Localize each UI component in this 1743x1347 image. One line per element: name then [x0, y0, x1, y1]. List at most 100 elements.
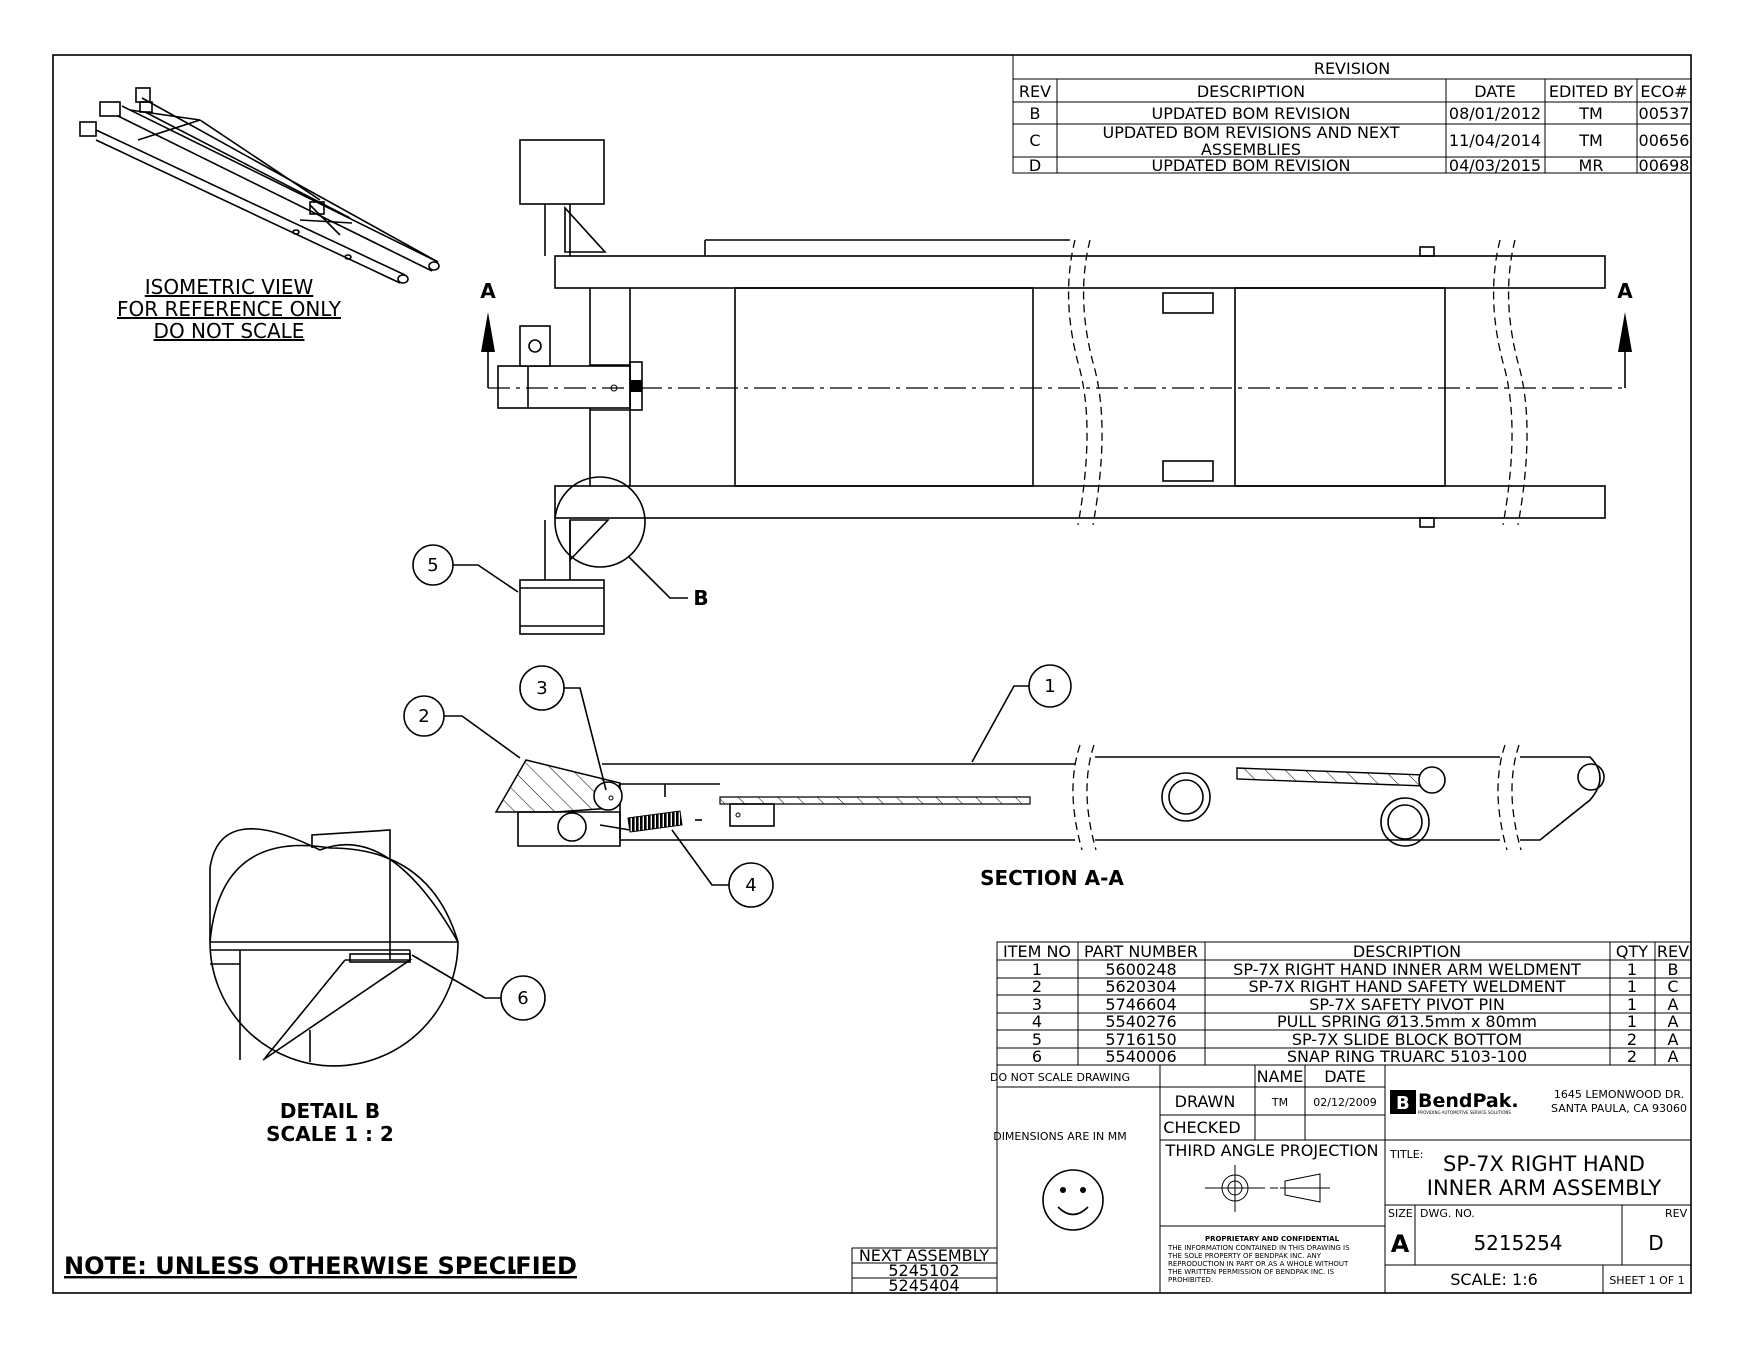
isometric-note-line2: FOR REFERENCE ONLY — [117, 297, 342, 321]
revision-row: B UPDATED BOM REVISION 08/01/2012 TM 005… — [1030, 104, 1690, 123]
revision-eco: 00537 — [1639, 104, 1690, 123]
section-letter-right: A — [1617, 279, 1633, 303]
svg-text:B: B — [1396, 1093, 1410, 1114]
drawing-title-line2: INNER ARM ASSEMBLY — [1427, 1176, 1662, 1200]
drawing-title-line1: SP-7X RIGHT HAND — [1443, 1152, 1645, 1176]
company-address-line2: SANTA PAULA, CA 93060 — [1551, 1102, 1687, 1115]
bom-item: 2 — [1032, 977, 1042, 996]
title-label: TITLE: — [1389, 1148, 1423, 1161]
size-value: A — [1391, 1230, 1410, 1258]
lower-rail — [554, 485, 1606, 519]
revision-header-description: DESCRIPTION — [1197, 82, 1305, 101]
bom-header-item-no: ITEM NO — [1003, 942, 1071, 961]
balloon-2-number: 2 — [418, 706, 429, 727]
top-view: A A B 5 — [412, 139, 1633, 635]
next-assembly-item: 5245404 — [888, 1276, 959, 1295]
smiley-icon — [1042, 1169, 1104, 1231]
rev-value: D — [1648, 1231, 1663, 1255]
bom-item: 3 — [1032, 995, 1042, 1014]
proprietary-title: PROPRIETARY AND CONFIDENTIAL — [1205, 1235, 1340, 1243]
balloon-3-number: 3 — [536, 678, 547, 699]
bom-part: 5716150 — [1105, 1030, 1176, 1049]
bom-item: 6 — [1032, 1047, 1042, 1066]
checked-label: CHECKED — [1163, 1118, 1240, 1137]
drawn-name: TM — [1271, 1096, 1288, 1109]
revision-row: D UPDATED BOM REVISION 04/03/2015 MR 006… — [1029, 156, 1690, 175]
next-assembly-table: NEXT ASSEMBLY 5245102 5245404 — [851, 1246, 998, 1295]
detail-letter: B — [693, 586, 708, 610]
bom-row: 1 5600248 SP-7X RIGHT HAND INNER ARM WEL… — [1032, 960, 1679, 979]
revision-rev: C — [1029, 131, 1040, 150]
proprietary-line3: REPRODUCTION IN PART OR AS A WHOLE WITHO… — [1168, 1260, 1349, 1268]
date-header: DATE — [1324, 1067, 1366, 1086]
revision-rev: D — [1029, 156, 1041, 175]
revision-date: 08/01/2012 — [1449, 104, 1541, 123]
bom-description: PULL SPRING Ø13.5mm x 80mm — [1277, 1012, 1537, 1031]
next-assembly-item: 5245102 — [888, 1261, 959, 1280]
dimensions-note: DIMENSIONS ARE IN MM — [993, 1130, 1127, 1143]
revision-editor: TM — [1578, 131, 1603, 150]
bom-rev: C — [1667, 977, 1678, 996]
bom-header-part-number: PART NUMBER — [1084, 942, 1198, 961]
drawn-label: DRAWN — [1175, 1092, 1236, 1111]
revision-header-date: DATE — [1474, 82, 1516, 101]
drawn-date: 02/12/2009 — [1313, 1096, 1376, 1109]
section-letter-left: A — [480, 279, 496, 303]
bom-rev: B — [1668, 960, 1679, 979]
projection-label: THIRD ANGLE PROJECTION — [1165, 1141, 1379, 1160]
proprietary-line4: THE WRITTEN PERMISSION OF BENDPAK INC. I… — [1167, 1268, 1335, 1276]
bom-item: 1 — [1032, 960, 1042, 979]
revision-date: 04/03/2015 — [1449, 156, 1541, 175]
title-block: DO NOT SCALE DRAWING NAME DATE DRAWN TM … — [990, 1064, 1692, 1294]
bom-rev: A — [1668, 995, 1679, 1014]
dwg-number: 5215254 — [1473, 1231, 1562, 1255]
company-address-line1: 1645 LEMONWOOD DR. — [1554, 1088, 1684, 1101]
bom-description: SP-7X SAFETY PIVOT PIN — [1309, 995, 1505, 1014]
revision-row: C UPDATED BOM REVISIONS AND NEXT ASSEMBL… — [1029, 123, 1689, 159]
revision-description-line2: ASSEMBLIES — [1201, 140, 1301, 159]
bom-part: 5600248 — [1105, 960, 1176, 979]
section-arrow-left — [481, 312, 495, 352]
revision-description: UPDATED BOM REVISIONS AND NEXT — [1103, 123, 1400, 142]
balloon-1-number: 1 — [1044, 676, 1055, 697]
size-label: SIZE — [1388, 1207, 1413, 1220]
dwg-number-label: DWG. NO. — [1420, 1207, 1475, 1220]
detail-circle — [554, 476, 646, 568]
proprietary-line2: THE SOLE PROPERTY OF BENDPAK INC. ANY — [1167, 1252, 1322, 1260]
balloon-6-number: 6 — [517, 988, 528, 1009]
name-header: NAME — [1257, 1067, 1304, 1086]
bill-of-materials: ITEM NO PART NUMBER DESCRIPTION QTY REV … — [996, 941, 1692, 1066]
bom-header-rev: REV — [1657, 942, 1689, 961]
revision-editor: MR — [1579, 156, 1604, 175]
detail-scale: SCALE 1 : 2 — [266, 1122, 394, 1146]
revision-description: UPDATED BOM REVISION — [1152, 156, 1351, 175]
revision-header-rev: REV — [1019, 82, 1051, 101]
do-not-scale-note: DO NOT SCALE DRAWING — [990, 1071, 1130, 1084]
proprietary-line5: PROHIBITED. — [1168, 1276, 1213, 1284]
revision-eco: 00656 — [1639, 131, 1690, 150]
bom-header-qty: QTY — [1616, 942, 1648, 961]
section-a-a-view: 1 2 3 4 SECTION A-A — [403, 664, 1605, 908]
revision-editor: TM — [1578, 104, 1603, 123]
bom-rev: A — [1668, 1012, 1679, 1031]
bom-rev: A — [1668, 1030, 1679, 1049]
balloon-4-number: 4 — [745, 875, 756, 896]
revision-description: UPDATED BOM REVISION — [1152, 104, 1351, 123]
general-note-period: . — [509, 1252, 518, 1280]
balloon-5-number: 5 — [427, 555, 438, 576]
bom-description: SP-7X RIGHT HAND INNER ARM WELDMENT — [1233, 960, 1581, 979]
bom-qty: 1 — [1627, 977, 1637, 996]
detail-title: DETAIL B — [280, 1099, 380, 1123]
bom-description: SP-7X SLIDE BLOCK BOTTOM — [1292, 1030, 1522, 1049]
revision-date: 11/04/2014 — [1449, 131, 1541, 150]
revision-rev: B — [1030, 104, 1041, 123]
bom-description: SNAP RING TRUARC 5103-100 — [1287, 1047, 1527, 1066]
section-label: SECTION A-A — [980, 866, 1124, 890]
bom-row: 5 5716150 SP-7X SLIDE BLOCK BOTTOM 2 A — [1032, 1030, 1679, 1049]
bom-description: SP-7X RIGHT HAND SAFETY WELDMENT — [1248, 977, 1565, 996]
rev-label: REV — [1665, 1207, 1688, 1220]
revision-eco: 00698 — [1639, 156, 1690, 175]
third-angle-projection-icon — [1205, 1165, 1330, 1212]
next-assembly-label: NEXT ASSEMBLY — [859, 1246, 990, 1265]
